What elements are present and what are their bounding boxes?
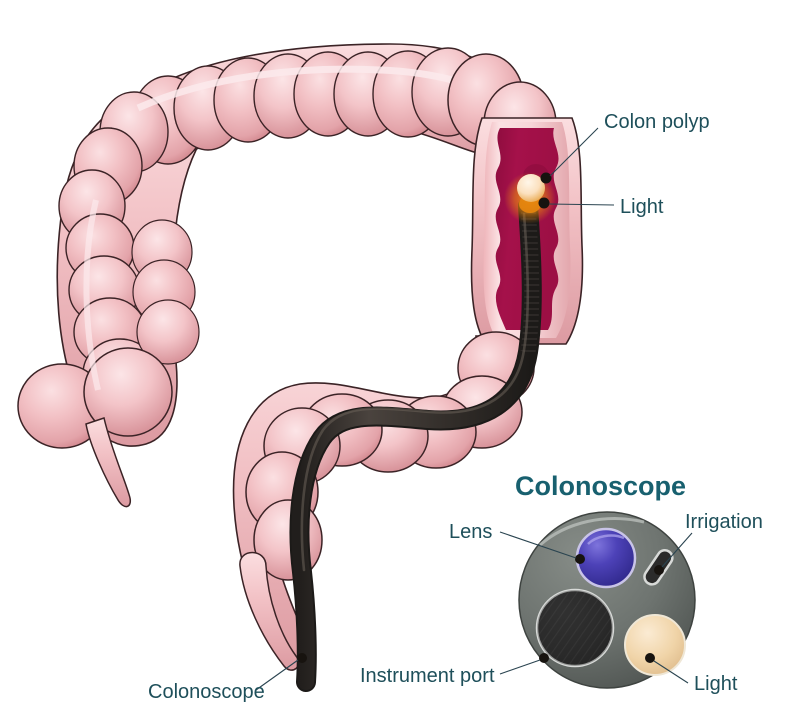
colonoscope-shaft-label: Colonoscope bbox=[148, 681, 265, 703]
annotation-colonoscope-shaft: Colonoscope bbox=[148, 653, 307, 703]
colon-polyp-leader bbox=[549, 127, 599, 177]
cross-section-title: Colonoscope bbox=[515, 471, 686, 501]
scope-shaft-highlight bbox=[300, 212, 530, 572]
scope-tip-bulb bbox=[517, 174, 545, 202]
lens-leader bbox=[499, 531, 577, 559]
light-port bbox=[624, 614, 686, 676]
colon-anatomy bbox=[17, 43, 584, 671]
colonoscope-leader bbox=[255, 659, 299, 691]
instrument-port-label: Instrument port bbox=[360, 665, 495, 687]
light-label: Light bbox=[620, 196, 664, 218]
colonoscope-anchor-dot bbox=[297, 653, 307, 663]
rectum bbox=[239, 551, 300, 671]
scope-shaft-ribbing bbox=[520, 205, 540, 354]
light-port-leader bbox=[653, 660, 689, 684]
cecum bbox=[17, 347, 173, 449]
irrigation-leader bbox=[661, 532, 693, 568]
lens-port bbox=[575, 527, 637, 589]
instrument-port-shade bbox=[537, 590, 613, 666]
lens-label: Lens bbox=[449, 521, 492, 543]
lens-anchor-dot bbox=[575, 554, 585, 564]
colonoscope-shaft bbox=[289, 172, 556, 692]
light-leader bbox=[548, 203, 615, 206]
appendix bbox=[85, 417, 132, 508]
ascending-colon-inner-haustra bbox=[131, 219, 200, 365]
disc-rim-highlight bbox=[539, 517, 645, 547]
instrument-port-leader bbox=[499, 659, 541, 675]
transverse-colon-haustra bbox=[131, 47, 485, 165]
light-port-label: Light bbox=[694, 673, 738, 695]
irrigation-label: Irrigation bbox=[685, 511, 763, 533]
taenia-coli-highlight-ascending bbox=[83, 199, 101, 391]
colonoscope-cross-section: Colonoscope Lens Irrigation Instrument p… bbox=[360, 471, 763, 695]
lens-highlight bbox=[587, 534, 625, 545]
annotation-colon-polyp: Colon polyp bbox=[540, 111, 710, 184]
colon-polyp-label: Colon polyp bbox=[604, 111, 710, 133]
light-anchor-dot bbox=[538, 197, 550, 209]
colon-polyp-anchor-dot bbox=[540, 172, 552, 184]
instrument-port-anchor-dot bbox=[539, 653, 549, 663]
irrigation-anchor-dot bbox=[654, 565, 664, 575]
annotation-light-top: Light bbox=[538, 196, 664, 218]
light-port-anchor-dot bbox=[645, 653, 655, 663]
